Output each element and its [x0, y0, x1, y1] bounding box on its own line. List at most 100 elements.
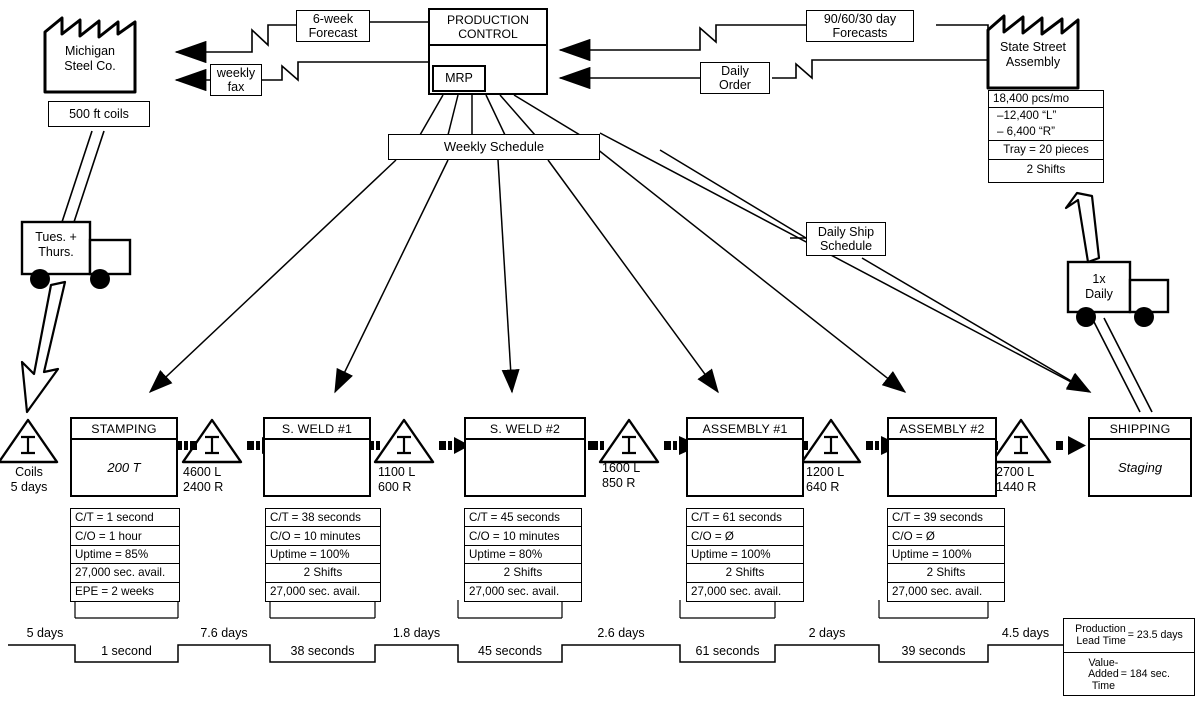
inventory-label-after-assembly2: 2700 L 1440 R	[996, 465, 1037, 494]
data-row: C/T = 1 second	[71, 509, 179, 528]
data-row: C/T = 38 seconds	[266, 509, 380, 528]
lead-time-summary-value: = 23.5 days	[1127, 628, 1183, 641]
data-box-s-weld-2: C/T = 45 seconds C/O = 10 minutes Uptime…	[464, 508, 582, 602]
value-added-summary-label: Value- Added Time	[1088, 656, 1119, 692]
process-time-label: 1 second	[101, 644, 152, 658]
lead-time-label: 7.6 days	[200, 626, 248, 640]
supplier-name: Michigan Steel Co.	[64, 44, 116, 73]
daily-order-box[interactable]: Daily Order	[700, 62, 770, 94]
lead-time-label: 1.8 days	[392, 626, 441, 640]
lead-time-summary-label: Production Lead Time	[1075, 623, 1126, 647]
process-title: S. WELD #2	[466, 419, 584, 440]
process-body: Staging	[1117, 460, 1163, 475]
value-added-summary-value: = 184 sec.	[1120, 668, 1170, 681]
process-time-label: 61 seconds	[695, 644, 760, 658]
data-row: EPE = 2 weeks	[75, 585, 154, 599]
process-box-assembly-1[interactable]: ASSEMBLY #1	[686, 417, 804, 497]
customer-name: State Street Assembly	[999, 40, 1066, 69]
process-body	[265, 440, 369, 495]
production-control-title: PRODUCTION CONTROL	[430, 10, 546, 46]
process-time-label: 38 seconds	[290, 644, 355, 658]
process-body	[688, 440, 802, 495]
data-box-assembly-1: C/T = 61 seconds C/O = Ø Uptime = 100% 2…	[686, 508, 804, 602]
process-box-assembly-2[interactable]: ASSEMBLY #2	[887, 417, 997, 497]
data-box-assembly-2: C/T = 39 seconds C/O = Ø Uptime = 100% 2…	[887, 508, 1005, 602]
process-title: ASSEMBLY #2	[889, 419, 995, 440]
lead-time-label: 4.5 days	[1001, 626, 1050, 640]
data-row: 27,000 sec. avail.	[71, 564, 179, 583]
data-row: 2 Shifts	[888, 564, 1004, 583]
six-week-forecast-line	[174, 24, 296, 64]
customer-data-row: – 6,400 “R”	[989, 124, 1103, 141]
process-box-s-weld-1[interactable]: S. WELD #1	[263, 417, 371, 497]
summary-box: Production Lead Time = 23.5 days Value- …	[1063, 618, 1195, 696]
six-week-forecast-box[interactable]: 6-week Forecast	[296, 10, 370, 42]
data-row: 2 Shifts	[465, 564, 581, 583]
lead-time-label: 2.6 days	[597, 626, 645, 640]
data-row: C/T = 39 seconds	[888, 509, 1004, 528]
timeline-tick-connectors	[74, 600, 989, 619]
data-row: C/O = 10 minutes	[266, 527, 380, 546]
weekly-schedule-box[interactable]: Weekly Schedule	[388, 134, 600, 160]
process-title: STAMPING	[72, 419, 176, 440]
data-row: Uptime = 80%	[465, 546, 581, 565]
lead-time-summary-row: Production Lead Time = 23.5 days	[1064, 619, 1194, 653]
value-added-summary-row: Value- Added Time = 184 sec.	[1064, 653, 1194, 697]
customer-data-row: Tray = 20 pieces	[989, 141, 1103, 160]
data-row: 2 Shifts	[687, 564, 803, 583]
inventory-label-after-sweld2: 1600 L 850 R	[602, 461, 641, 490]
lead-time-label: 5 days	[26, 626, 64, 640]
data-row: C/O = 10 minutes	[465, 527, 581, 546]
process-body	[889, 440, 995, 495]
mrp-box[interactable]: MRP	[432, 65, 486, 92]
data-row: 2 Shifts	[266, 564, 380, 583]
data-row: 27,000 sec. avail.	[270, 585, 361, 599]
weekly-fax-box[interactable]: weekly fax	[210, 64, 262, 96]
inventory-label-coils: Coils 5 days	[10, 465, 48, 494]
data-row: 27,000 sec. avail.	[691, 585, 782, 599]
data-row: C/O = Ø	[888, 527, 1004, 546]
daily-ship-schedule-box[interactable]: Daily Ship Schedule	[806, 222, 886, 256]
process-time-label: 39 seconds	[901, 644, 966, 658]
customer-data-box: 18,400 pcs/mo –12,400 “L” – 6,400 “R” Tr…	[988, 90, 1104, 183]
customer-data-row: 2 Shifts	[1026, 162, 1066, 176]
coil-to-truck-double-line	[61, 130, 105, 223]
data-row: Uptime = 100%	[687, 546, 803, 565]
process-body: 200 T	[107, 460, 141, 475]
data-row: C/O = 1 hour	[71, 527, 179, 546]
schedule-to-process-lines	[148, 132, 1092, 394]
inventory-label-after-sweld1: 1100 L 600 R	[378, 465, 416, 494]
customer-data-row: –12,400 “L”	[997, 109, 1057, 123]
process-title: SHIPPING	[1090, 419, 1190, 440]
daily-ship-schedule-out	[861, 257, 1092, 393]
data-row: C/T = 45 seconds	[465, 509, 581, 528]
forecast-90-60-30-line	[558, 24, 806, 62]
customer-data-row: 18,400 pcs/mo	[989, 91, 1103, 108]
data-row: C/O = Ø	[687, 527, 803, 546]
data-row: C/T = 61 seconds	[687, 509, 803, 528]
data-box-s-weld-1: C/T = 38 seconds C/O = 10 minutes Uptime…	[265, 508, 381, 602]
data-row: Uptime = 100%	[888, 546, 1004, 565]
shipping-to-truck-double-line	[1091, 317, 1153, 413]
inventory-label-after-stamping: 4600 L 2400 R	[183, 465, 224, 494]
process-box-stamping[interactable]: STAMPING 200 T	[70, 417, 178, 497]
outbound-push-arrow	[1064, 191, 1101, 264]
data-row: Uptime = 100%	[266, 546, 380, 565]
mrp-to-schedule-lines	[419, 94, 581, 136]
data-row: Uptime = 85%	[71, 546, 179, 565]
process-box-shipping[interactable]: SHIPPING Staging	[1088, 417, 1192, 497]
data-box-stamping: C/T = 1 second C/O = 1 hour Uptime = 85%…	[70, 508, 180, 602]
forecast-90-60-30-right	[936, 24, 989, 48]
process-time-label: 45 seconds	[478, 644, 542, 658]
data-row: 27,000 sec. avail.	[892, 585, 983, 599]
process-box-s-weld-2[interactable]: S. WELD #2	[464, 417, 586, 497]
forecasts-90-60-30-box[interactable]: 90/60/30 day Forecasts	[806, 10, 914, 42]
data-row: 27,000 sec. avail.	[469, 585, 560, 599]
inbound-push-arrow	[20, 280, 67, 414]
process-body	[466, 440, 584, 495]
inventory-label-after-assembly1: 1200 L 640 R	[806, 465, 845, 494]
supplier-note-box: 500 ft coils	[48, 101, 150, 127]
outbound-shipment-label: 1x Daily	[1085, 272, 1113, 301]
lead-time-label: 2 days	[808, 626, 846, 640]
